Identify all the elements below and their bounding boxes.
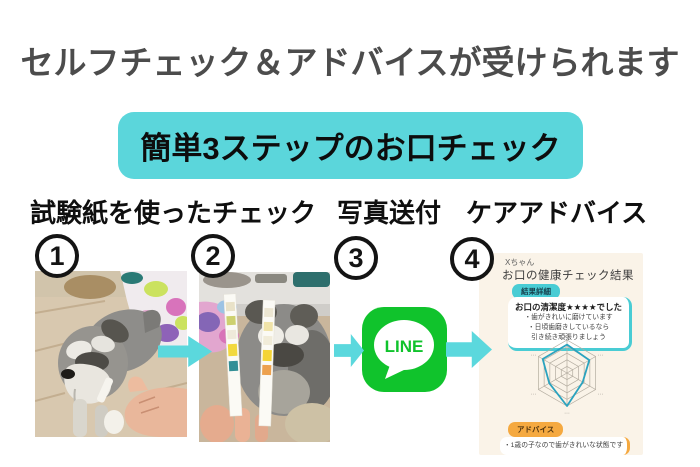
advice-note: ・1歳の子なので歯がきれいな状態です xyxy=(503,442,624,449)
svg-text:…: … xyxy=(597,390,603,396)
result-card: Xちゃん お口の健康チェック結果 結果詳細 お口の清潔度★★★★でした ・歯がき… xyxy=(479,253,643,455)
photo-test-strips xyxy=(199,272,330,442)
photo-dog-test xyxy=(35,271,187,437)
test-strip-left xyxy=(223,293,243,417)
result-card-title: お口の健康チェック結果 xyxy=(502,270,634,282)
dog-test-illustration xyxy=(35,271,187,437)
banner: 簡単3ステップのお口チェック xyxy=(118,112,583,179)
step-number: 2 xyxy=(205,240,221,271)
page-title: セルフチェック＆アドバイスが受けられます xyxy=(20,44,680,81)
arrow-right-icon xyxy=(446,331,492,368)
step-circle-3: 3 xyxy=(334,236,378,280)
result-headline: お口の清潔度★★★★でした xyxy=(515,302,622,312)
line-label: LINE xyxy=(385,337,424,356)
result-badge: 結果詳細 xyxy=(512,284,560,299)
svg-text:…: … xyxy=(564,334,570,338)
step-number: 3 xyxy=(348,242,364,273)
svg-text:…: … xyxy=(564,410,570,416)
test-strips-illustration xyxy=(199,272,330,442)
step-circle-1: 1 xyxy=(35,234,79,278)
result-note: ・日頃歯磨きしているなら xyxy=(527,323,610,331)
arrow-right-icon xyxy=(158,336,212,367)
result-note: 引き続き頑張りましょう xyxy=(531,333,606,341)
line-speech-bubble: LINE xyxy=(374,320,434,379)
radar-chart: … … … … … … xyxy=(531,334,604,416)
svg-text:…: … xyxy=(597,352,603,358)
advice-box: ・1歳の子なので歯がきれいな状態です xyxy=(500,437,630,455)
line-app-icon: LINE xyxy=(362,307,447,392)
pet-name: Xちゃん xyxy=(505,258,535,267)
arrow-right-icon xyxy=(334,334,364,367)
step-number: 1 xyxy=(49,240,65,271)
step-label-care-advice: ケアアドバイス xyxy=(466,198,648,228)
result-note: ・歯がきれいに磨けています xyxy=(524,314,613,321)
hand-with-strip xyxy=(97,376,187,437)
step-circle-2: 2 xyxy=(191,234,235,278)
step-number: 4 xyxy=(464,243,480,274)
advice-badge: アドバイス xyxy=(508,422,564,437)
banner-label: 簡単3ステップのお口チェック xyxy=(140,131,561,166)
test-strip-right xyxy=(258,299,276,427)
step-circle-4: 4 xyxy=(450,237,494,281)
dog-face-blurred xyxy=(236,300,330,416)
svg-text:…: … xyxy=(531,352,537,358)
svg-text:…: … xyxy=(531,390,537,396)
step-label-photo-send: 写真送付 xyxy=(337,198,442,228)
step-label-test-strip-check: 試験紙を使ったチェック xyxy=(30,198,317,228)
